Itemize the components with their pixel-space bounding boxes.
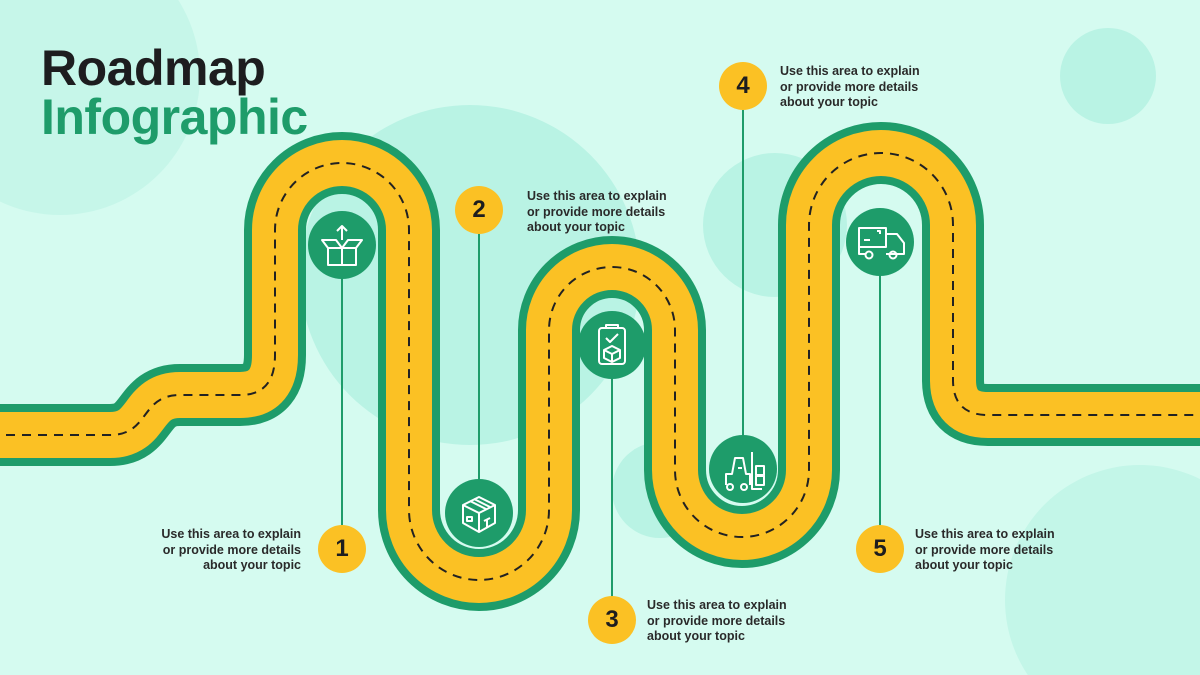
step-3-description: Use this area to explain or provide more… bbox=[647, 598, 787, 643]
page-title: Roadmap Infographic bbox=[41, 40, 308, 145]
step-5-description: Use this area to explain or provide more… bbox=[915, 527, 1055, 572]
sealed-package-icon bbox=[462, 496, 496, 533]
road bbox=[0, 122, 1200, 611]
step-5-icon-disc bbox=[846, 208, 914, 276]
connector-lines bbox=[341, 110, 881, 597]
step-3-number-badge: 3 bbox=[588, 596, 636, 644]
forklift-icon bbox=[725, 452, 765, 491]
title-line-2: Infographic bbox=[41, 89, 308, 145]
step-2-number-badge: 2 bbox=[455, 186, 503, 234]
title-line-1: Roadmap bbox=[41, 40, 266, 96]
step-4-description: Use this area to explain or provide more… bbox=[780, 64, 920, 109]
step-2-description: Use this area to explain or provide more… bbox=[527, 189, 667, 234]
step-5-number-badge: 5 bbox=[856, 525, 904, 573]
step-1-description: Use this area to explain or provide more… bbox=[161, 527, 301, 572]
open-box-arrow-up-icon bbox=[321, 225, 363, 266]
step-3-icon-disc bbox=[578, 311, 646, 379]
step-2-icon-disc bbox=[445, 479, 513, 547]
step-1-number-badge: 1 bbox=[318, 525, 366, 573]
step-4-number-badge: 4 bbox=[719, 62, 767, 110]
delivery-truck-icon bbox=[858, 227, 905, 260]
step-1-icon-disc bbox=[308, 211, 376, 279]
clipboard-check-box-icon bbox=[598, 324, 626, 365]
step-4-icon-disc bbox=[709, 435, 777, 503]
